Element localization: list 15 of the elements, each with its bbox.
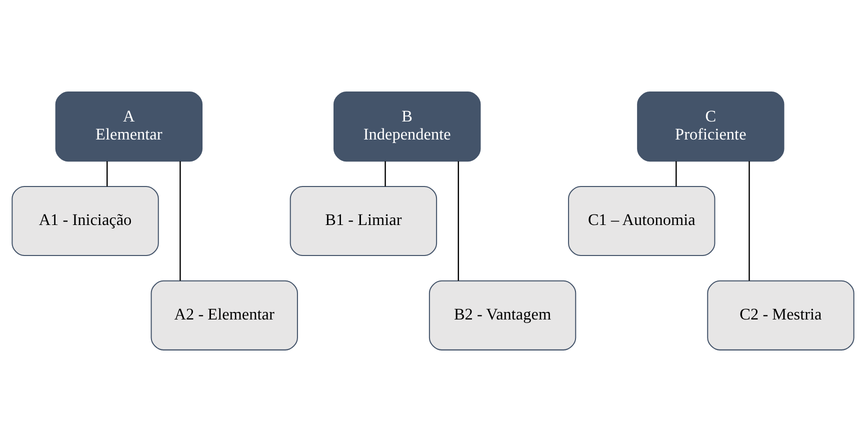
connector — [384, 160, 386, 186]
node-box: C1 – Autonomia — [568, 185, 716, 256]
node-box: B2 - Vantagem — [428, 280, 576, 350]
node-box: A Elementar — [55, 91, 203, 162]
connector — [748, 160, 750, 280]
connector — [458, 160, 459, 280]
connector — [180, 160, 181, 280]
node-box: B Independente — [334, 91, 481, 162]
node-box: B1 - Limiar — [290, 185, 438, 256]
node-box: A2 - Elementar — [150, 280, 298, 350]
connector — [106, 160, 108, 186]
connector — [676, 160, 677, 186]
node-box: C2 - Mestria — [707, 280, 854, 350]
node-box: C Proficiente — [637, 91, 784, 162]
node-box: A1 - Iniciação — [12, 185, 159, 256]
